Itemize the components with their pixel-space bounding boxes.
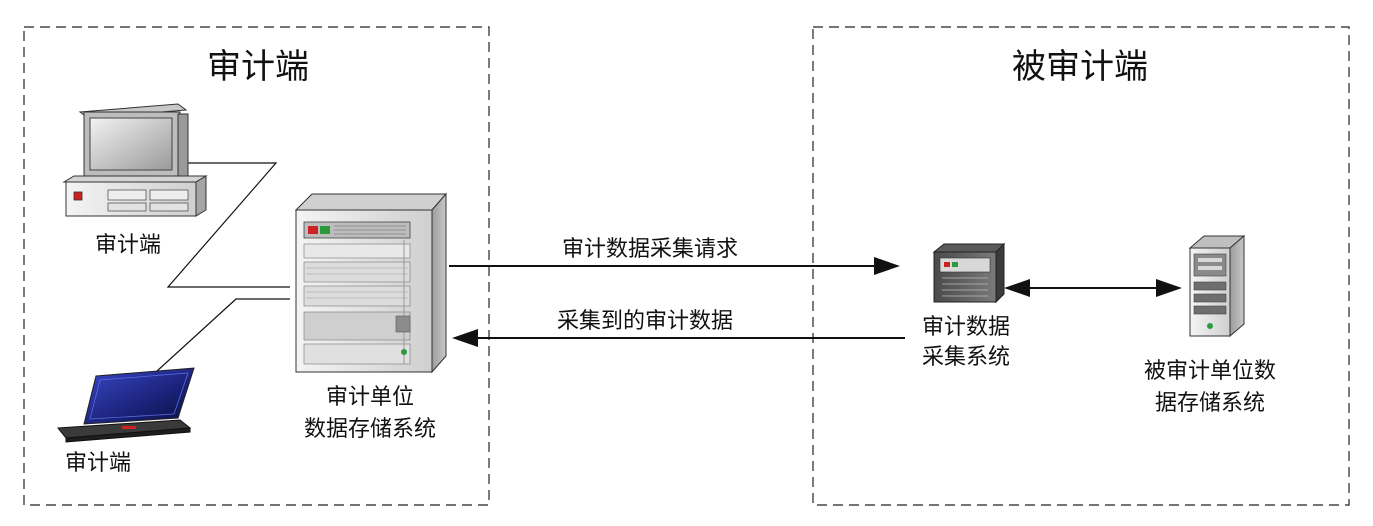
- auditor-storage-label-line1: 审计单位: [326, 385, 414, 410]
- bidirectional-arrow: [1004, 279, 1182, 297]
- request-label: 审计数据采集请求: [562, 237, 738, 262]
- small-server-icon: [932, 242, 1006, 304]
- audited-side-title: 被审计端: [1012, 47, 1148, 87]
- auditor-storage-label-line2: 数据存储系统: [304, 417, 436, 442]
- audited-storage-label-line2: 据存储系统: [1155, 391, 1265, 416]
- rack-server-icon: [294, 192, 448, 374]
- desktop-computer-icon: [62, 103, 208, 217]
- desktop-label: 审计端: [95, 233, 161, 258]
- response-arrow: [452, 329, 905, 347]
- desktop-connection-line: [166, 162, 290, 288]
- laptop-icon: [57, 367, 195, 443]
- request-arrow: [449, 257, 900, 275]
- response-label: 采集到的审计数据: [557, 309, 733, 334]
- collector-label-line2: 采集系统: [922, 345, 1010, 370]
- auditor-side-title: 审计端: [207, 47, 309, 87]
- laptop-label: 审计端: [65, 451, 131, 476]
- audited-storage-label-line1: 被审计单位数: [1144, 359, 1276, 384]
- audited-boundary: [812, 26, 1350, 506]
- collector-label-line1: 审计数据: [922, 315, 1010, 340]
- laptop-connection-line: [144, 298, 290, 383]
- tower-server-icon: [1188, 234, 1246, 338]
